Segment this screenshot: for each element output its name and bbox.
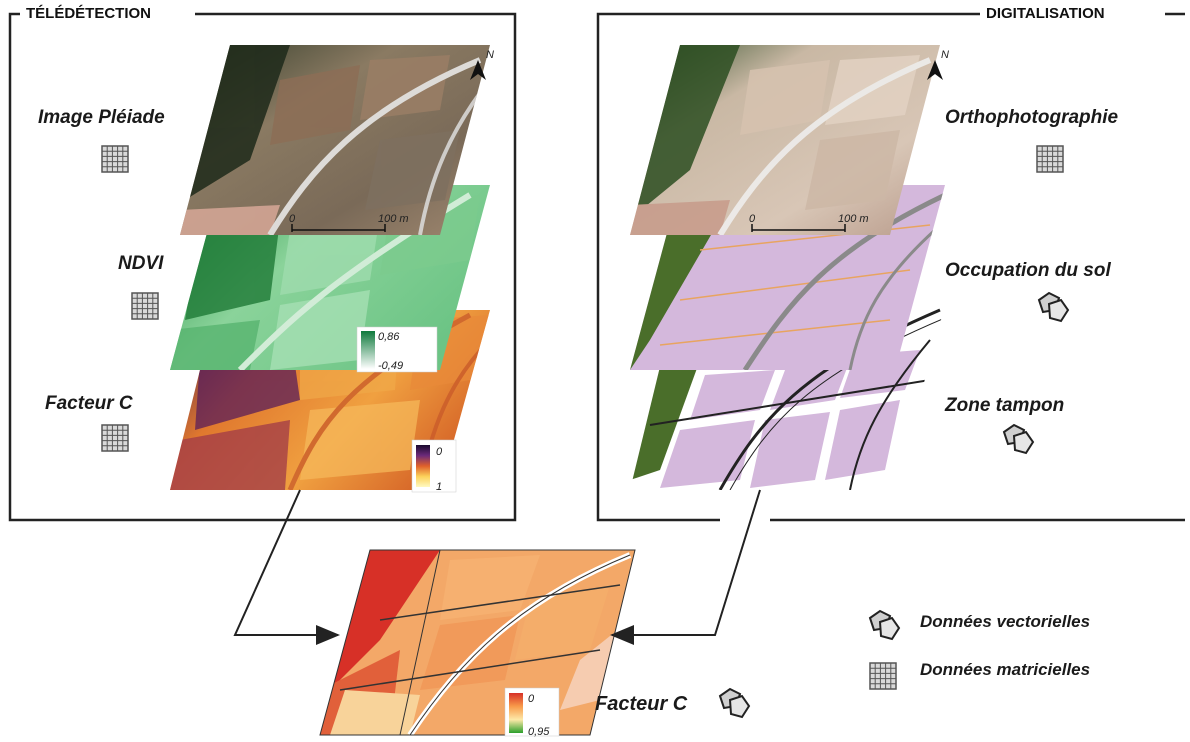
label-occupation-du-sol: Occupation du sol: [945, 260, 1111, 281]
scalebar-start-right: 0: [749, 213, 756, 225]
scalebar-end-left: 100 m: [378, 213, 409, 225]
vector-polygon-icon: [1002, 423, 1035, 455]
left-panel-frame: [8, 12, 517, 522]
label-orthophotographie: Orthophotographie: [945, 107, 1119, 128]
vector-polygon-icon: [1037, 291, 1070, 323]
label-ndvi: NDVI: [118, 253, 164, 274]
right-panel-title: DIGITALISATION: [982, 5, 1109, 22]
scalebar-end-right: 100 m: [838, 213, 869, 225]
fc-top-label: 0: [436, 446, 443, 458]
result-bottom-label: 0,95: [528, 726, 550, 738]
north-label-left: N: [486, 49, 494, 61]
left-panel-title: TÉLÉDÉTECTION: [22, 5, 156, 22]
arrow-teledetection-to-result: [233, 489, 340, 645]
label-facteur-c-left: Facteur C: [45, 393, 133, 414]
scalebar-start-left: 0: [289, 213, 296, 225]
legend-vector-label: Données vectorielles: [920, 612, 1091, 631]
arrow-digitalisation-to-result: [610, 489, 761, 645]
raster-grid-icon: [869, 662, 897, 690]
ndvi-min-label: -0,49: [378, 360, 403, 372]
orthophoto-image: [630, 45, 943, 235]
vector-polygon-icon: [718, 687, 751, 719]
ndvi-colorbar: [361, 331, 375, 369]
ndvi-max-label: 0,86: [378, 331, 400, 343]
legend-raster-label: Données matricielles: [920, 660, 1091, 679]
result-facteur-c-map: [319, 549, 636, 736]
pleiade-image: [180, 45, 490, 235]
fc-bottom-label: 1: [436, 481, 442, 493]
result-top-label: 0: [528, 693, 535, 705]
raster-grid-icon: [131, 292, 159, 320]
raster-grid-icon: [1036, 145, 1064, 173]
fc-colorbar: [416, 445, 430, 487]
raster-grid-icon: [101, 424, 129, 452]
north-arrow-icon: [927, 60, 943, 80]
north-arrow-icon: [470, 60, 486, 80]
right-panel-frame: [596, 12, 1185, 522]
label-facteur-c-result: Facteur C: [595, 693, 688, 715]
result-colorbar: [509, 693, 523, 733]
north-label-right: N: [941, 49, 949, 61]
raster-grid-icon: [101, 145, 129, 173]
label-zone-tampon: Zone tampon: [945, 395, 1065, 416]
vector-polygon-icon: [868, 609, 901, 641]
label-image-pleiade: Image Pléiade: [38, 107, 165, 128]
